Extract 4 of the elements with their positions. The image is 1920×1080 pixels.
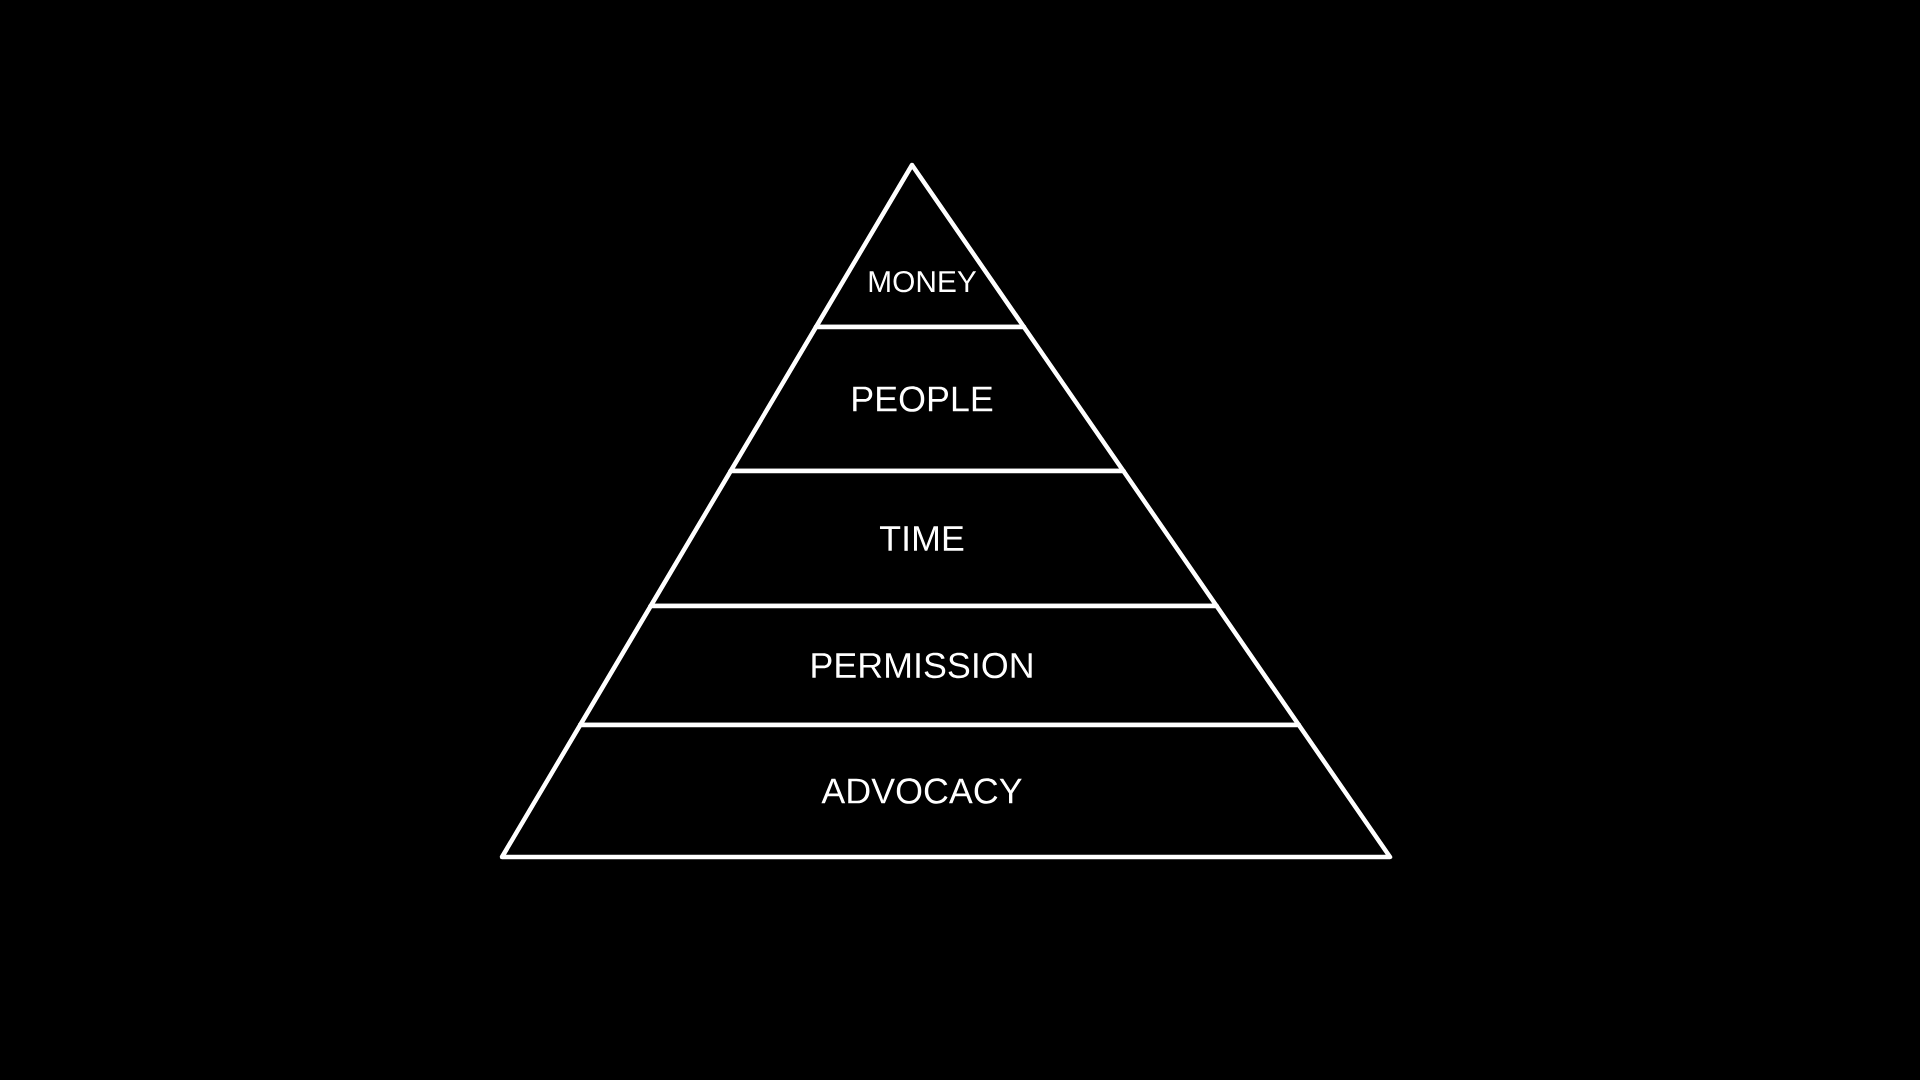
pyramid-level: PEOPLE: [728, 324, 1126, 474]
pyramid-level: ADVOCACY: [499, 722, 1393, 860]
pyramid-level: MONEY: [813, 162, 1027, 330]
pyramid-level: TIME: [648, 468, 1219, 609]
